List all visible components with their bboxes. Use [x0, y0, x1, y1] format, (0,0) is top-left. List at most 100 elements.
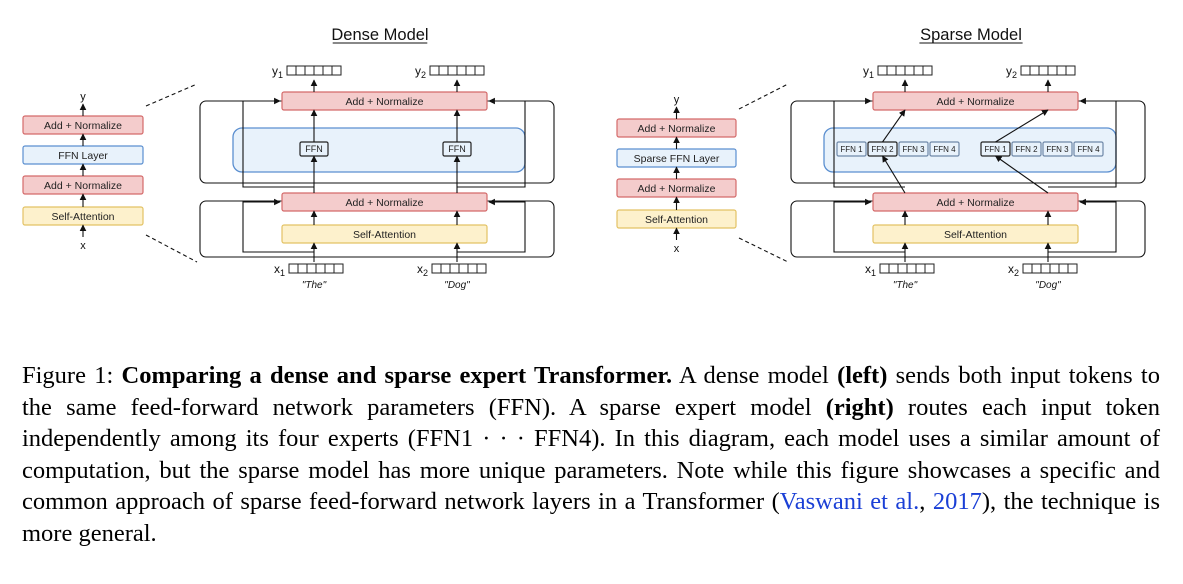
caption-text-1: A dense model — [672, 362, 838, 389]
self-attention-label: Self-Attention — [353, 229, 416, 241]
expert-ffn-1 — [836, 141, 867, 157]
self-attention-label: Self-Attention — [944, 229, 1007, 241]
vector-cell — [877, 65, 888, 76]
input-vector-2 — [431, 263, 487, 274]
vector-cell — [440, 263, 451, 274]
vector-cell — [1047, 65, 1058, 76]
vector-cell — [429, 65, 440, 76]
vector-cell — [895, 65, 906, 76]
input-label-2: x2 — [417, 262, 428, 278]
router-arrow-the — [882, 155, 906, 194]
stack-input-label: x — [674, 243, 680, 255]
expert-ffn-2-label: FFN 2 — [871, 145, 894, 154]
self-attention — [281, 224, 488, 244]
output-label-2: y2 — [415, 64, 426, 80]
expert-ffn-4 — [1073, 141, 1104, 157]
caption-right-marker: (right) — [825, 393, 894, 421]
expert-out-arrow-dog — [995, 109, 1049, 143]
vector-cell — [324, 263, 335, 274]
zoom-line-bottom — [738, 237, 789, 263]
vector-cell — [286, 65, 297, 76]
add-normalize-bottom — [281, 192, 488, 212]
add-normalize-bottom-label: Add + Normalize — [937, 197, 1015, 209]
vector-cell — [924, 263, 935, 274]
vector-cell — [1029, 65, 1040, 76]
stack-self-attention-label: Self-Attention — [51, 211, 114, 223]
caption-left-marker: (left) — [837, 362, 888, 389]
stack-output-label: y — [674, 94, 680, 106]
vector-cell — [467, 263, 478, 274]
vector-cell — [888, 263, 899, 274]
vector-cell — [1058, 263, 1069, 274]
zoom-line-bottom — [145, 234, 198, 263]
token-the: "The" — [302, 280, 327, 291]
vector-cell — [897, 263, 908, 274]
citation-year-link[interactable]: 2017 — [932, 488, 982, 516]
expert-ffn-2-label: FFN 2 — [1015, 145, 1038, 154]
vector-cell — [331, 65, 342, 76]
expert-ffn-2 — [1011, 141, 1042, 157]
output-vector-2 — [429, 65, 485, 76]
vector-cell — [1065, 65, 1076, 76]
figure-caption: Figure 1: Comparing a dense and sparse e… — [22, 360, 1160, 550]
add-normalize-top — [872, 91, 1079, 111]
ffn-region — [232, 127, 526, 173]
vector-cell — [1049, 263, 1060, 274]
stack-output-label: y — [80, 91, 86, 103]
expert-ffn-4 — [929, 141, 960, 157]
vector-cell — [456, 65, 467, 76]
caption-text-3: routes each input token independently am… — [22, 393, 1160, 516]
vector-cell — [476, 263, 487, 274]
add-normalize-bottom-label: Add + Normalize — [346, 197, 424, 209]
caption-text-4: ), the technique is more general. — [22, 488, 1161, 547]
vector-cell — [906, 263, 917, 274]
residual-right-lower — [1048, 198, 1117, 253]
vector-cell — [438, 65, 449, 76]
residual-right-lower — [457, 198, 526, 253]
expert-ffn-1-label: FFN 1 — [984, 145, 1007, 154]
router-arrow-dog — [994, 155, 1049, 194]
residual-left-lower — [242, 198, 314, 253]
panel-title: Dense Model — [331, 26, 428, 44]
vector-cell — [288, 263, 299, 274]
vector-cell — [322, 65, 333, 76]
stack-self-attention-label: Self-Attention — [645, 214, 708, 226]
output-vector-2 — [1020, 65, 1076, 76]
caption-text-2: sends both input tokens to the same feed… — [22, 362, 1160, 421]
vector-cell — [306, 263, 317, 274]
add-normalize-bottom — [872, 192, 1079, 212]
expert-ffn-4-label: FFN 4 — [1077, 145, 1100, 154]
vector-cell — [1040, 263, 1051, 274]
citation-author-link[interactable]: Vaswani et al. — [779, 488, 920, 516]
expert-ffn-3 — [898, 141, 929, 157]
vector-cell — [297, 263, 308, 274]
vector-cell — [474, 65, 485, 76]
panel-title: Sparse Model — [920, 26, 1022, 44]
expert-ffn-1-label: FFN 1 — [840, 145, 863, 154]
vector-cell — [1031, 263, 1042, 274]
expert-ffn-4-label: FFN 4 — [933, 145, 956, 154]
vector-cell — [915, 263, 926, 274]
caption-label: Figure 1: — [22, 362, 122, 389]
add-normalize-top — [281, 91, 488, 111]
stack-add-normalize-top-label: Add + Normalize — [638, 123, 716, 135]
expert-ffn-3-label: FFN 3 — [902, 145, 925, 154]
residual-right-upper — [457, 97, 526, 188]
expert-ffn-3 — [1042, 141, 1073, 157]
vector-cell — [913, 65, 924, 76]
stack-add-normalize-top-label: Add + Normalize — [44, 120, 122, 132]
input-vector-2 — [1022, 263, 1078, 274]
vector-cell — [449, 263, 460, 274]
vector-cell — [886, 65, 897, 76]
residual-left-upper — [833, 97, 905, 188]
residual-left-upper — [242, 97, 314, 188]
vector-cell — [304, 65, 315, 76]
caption-bold-title: Comparing a dense and sparse expert Tran… — [121, 362, 673, 389]
input-label-2: x2 — [1008, 262, 1019, 278]
token-dog: "Dog" — [1035, 280, 1061, 291]
token-the: "The" — [893, 280, 918, 291]
stack-add-normalize-bottom-label: Add + Normalize — [638, 183, 716, 195]
